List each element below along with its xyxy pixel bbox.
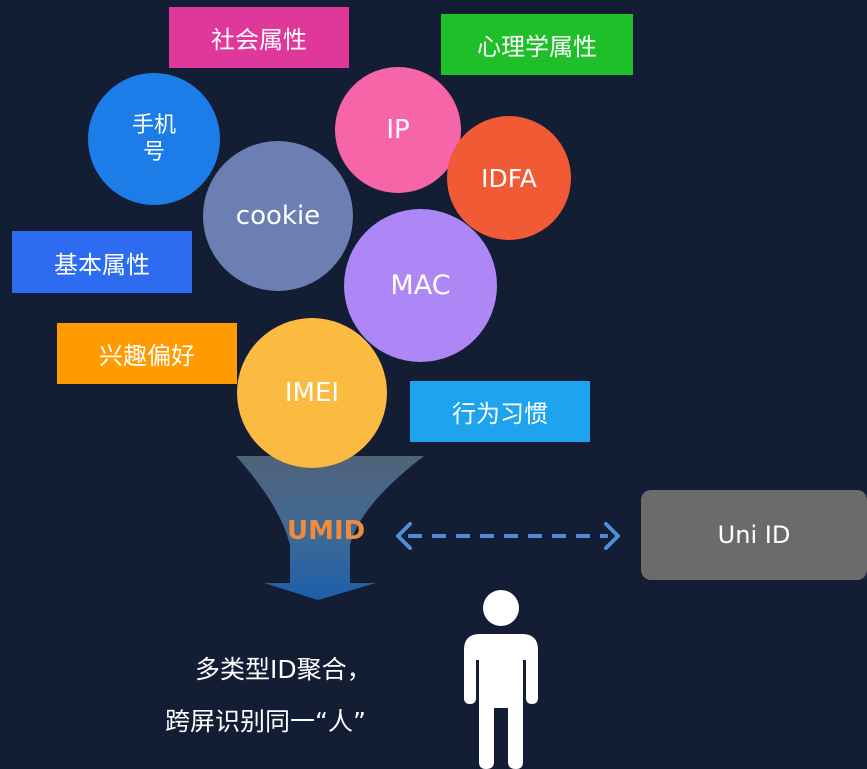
double-dashed-arrow-icon [396,522,620,550]
psych-attribute-tag: 心理学属性 [441,14,633,75]
umid-label: UMID [287,516,366,546]
ip-bubble: IP [335,67,461,193]
mac-bubble: MAC [344,209,497,362]
basic-attribute-tag: 基本属性 [12,231,192,293]
person-icon [464,590,538,769]
phone-number-label: 手机号 [131,113,176,165]
behavior-attribute-tag: 行为习惯 [410,381,590,442]
social-attribute-tag: 社会属性 [169,7,349,68]
funnel-shape [236,456,424,600]
phone-number-bubble: 手机号 [88,73,220,205]
interest-attribute-tag: 兴趣偏好 [57,323,237,384]
caption-line-1: 多类型ID聚合， [195,655,372,684]
idfa-bubble: IDFA [447,116,571,240]
cookie-bubble: cookie [203,141,353,291]
imei-bubble: IMEI [237,318,387,468]
uni-id-box: Uni ID [641,490,867,580]
caption-line-2: 跨屏识别同一“人” [165,707,366,736]
